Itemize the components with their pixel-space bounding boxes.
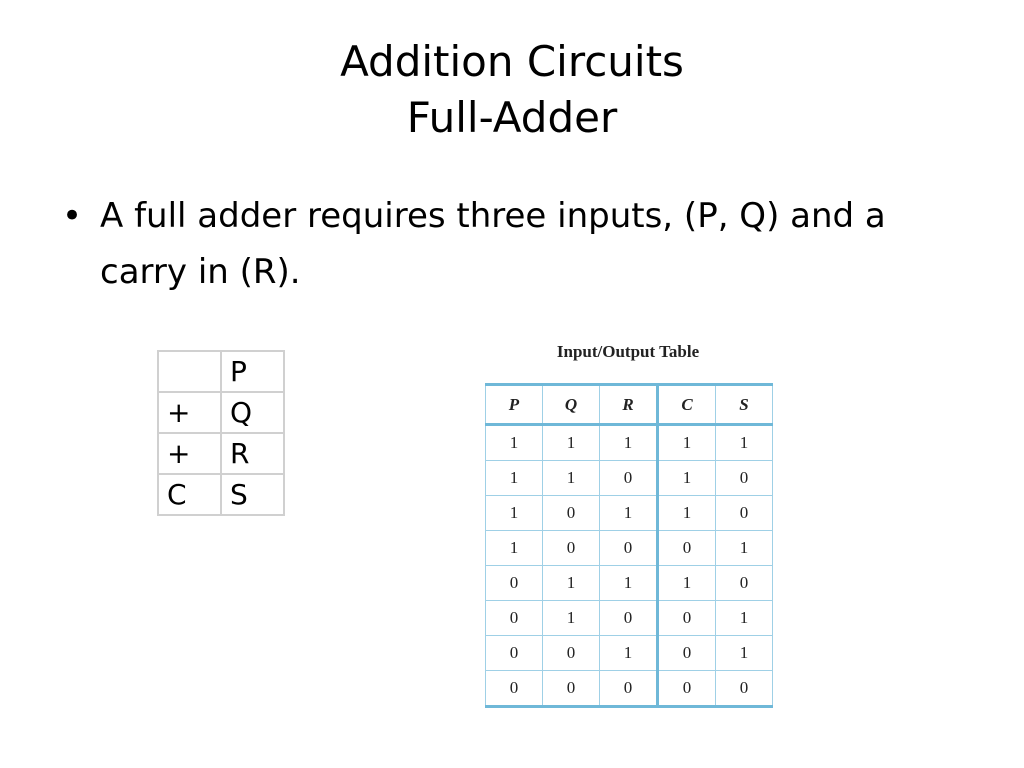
cell-s: 0	[715, 565, 773, 601]
cell-c: 0	[656, 600, 716, 636]
header-p: P	[485, 384, 543, 426]
io-truth-table: P Q R C S 1 1 1 1 1 1 1 0 1 0 1 0 1 1 0	[485, 383, 773, 708]
cell-c: 1	[656, 495, 716, 531]
bullet-item: • A full adder requires three inputs, (P…	[62, 188, 982, 300]
table-row: 1 0 1 1 0	[485, 495, 773, 531]
cell-r: 1	[599, 565, 658, 601]
cell-q: 0	[542, 670, 600, 707]
io-table-caption: Input/Output Table	[556, 342, 700, 361]
table-row: 0 0 1 0 1	[485, 635, 773, 671]
cell-q: 1	[542, 460, 600, 496]
cell-s: 0	[715, 495, 773, 531]
bullet-marker: •	[62, 196, 83, 236]
title-line-2: Full-Adder	[406, 93, 618, 142]
addition-row: + Q	[157, 391, 285, 434]
cell-p: 1	[485, 530, 543, 566]
slide-title: Addition Circuits Full-Adder	[0, 34, 1024, 146]
cell-c: 0	[656, 670, 716, 707]
header-c: C	[656, 384, 716, 426]
cell-s: 1	[715, 424, 773, 461]
addition-row: P	[157, 350, 285, 393]
cell-c: 1	[656, 565, 716, 601]
cell-q: 0	[542, 530, 600, 566]
cell-c: 1	[656, 460, 716, 496]
table-row: 1 1 1 1 1	[485, 424, 773, 461]
addition-operand-cell: R	[220, 432, 285, 475]
addition-layout-table: P + Q + R C S	[157, 350, 285, 516]
bullet-text-line-2: carry in (R).	[100, 252, 301, 292]
title-line-1: Addition Circuits	[340, 37, 684, 86]
cell-s: 0	[715, 460, 773, 496]
addition-operator-cell: +	[157, 391, 222, 434]
cell-r: 0	[599, 670, 658, 707]
cell-p: 0	[485, 635, 543, 671]
cell-p: 1	[485, 424, 543, 461]
carry-out-cell: C	[157, 473, 222, 516]
addition-row: + R	[157, 432, 285, 475]
cell-p: 0	[485, 670, 543, 707]
cell-p: 1	[485, 460, 543, 496]
table-row: 1 0 0 0 1	[485, 530, 773, 566]
bullet-list: • A full adder requires three inputs, (P…	[62, 188, 982, 300]
cell-q: 0	[542, 495, 600, 531]
cell-r: 1	[599, 495, 658, 531]
cell-p: 0	[485, 565, 543, 601]
cell-p: 1	[485, 495, 543, 531]
cell-s: 0	[715, 670, 773, 707]
cell-r: 0	[599, 460, 658, 496]
table-row: 1 1 0 1 0	[485, 460, 773, 496]
io-header-row: P Q R C S	[485, 384, 773, 426]
addition-operand-cell: Q	[220, 391, 285, 434]
bullet-text-line-1: A full adder requires three inputs, (P, …	[100, 196, 886, 236]
cell-p: 0	[485, 600, 543, 636]
header-s: S	[715, 384, 773, 426]
cell-q: 0	[542, 635, 600, 671]
cell-s: 1	[715, 635, 773, 671]
cell-c: 0	[656, 530, 716, 566]
cell-s: 1	[715, 600, 773, 636]
cell-r: 1	[599, 424, 658, 461]
cell-q: 1	[542, 424, 600, 461]
cell-c: 0	[656, 635, 716, 671]
cell-s: 1	[715, 530, 773, 566]
cell-r: 1	[599, 635, 658, 671]
sum-cell: S	[220, 473, 285, 516]
addition-operator-cell: +	[157, 432, 222, 475]
cell-c: 1	[656, 424, 716, 461]
cell-q: 1	[542, 600, 600, 636]
addition-operand-cell: P	[220, 350, 285, 393]
table-row: 0 1 1 1 0	[485, 565, 773, 601]
table-row: 0 1 0 0 1	[485, 600, 773, 636]
cell-r: 0	[599, 600, 658, 636]
header-q: Q	[542, 384, 600, 426]
addition-operator-cell	[157, 350, 222, 393]
addition-result-row: C S	[157, 473, 285, 516]
table-row: 0 0 0 0 0	[485, 670, 773, 707]
cell-r: 0	[599, 530, 658, 566]
header-r: R	[599, 384, 658, 426]
cell-q: 1	[542, 565, 600, 601]
